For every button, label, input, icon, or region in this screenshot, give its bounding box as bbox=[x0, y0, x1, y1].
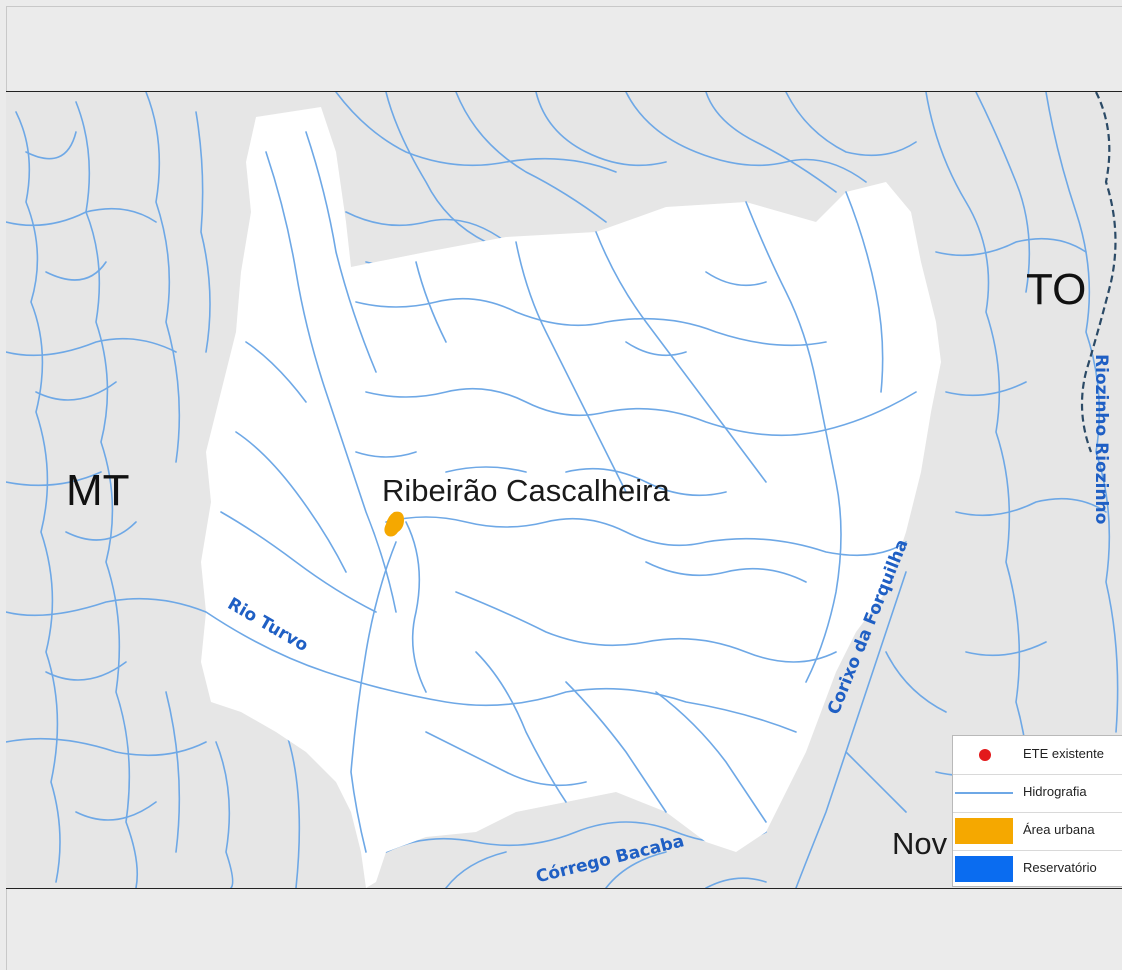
urban-area-icon bbox=[955, 818, 1013, 844]
legend-item-ete: ETE existente bbox=[953, 736, 1122, 775]
partial-city-label: Nov bbox=[892, 826, 948, 861]
legend-label: ETE existente bbox=[1023, 746, 1104, 761]
city-label: Ribeirão Cascalheira bbox=[382, 473, 670, 508]
state-label-to: TO bbox=[1026, 265, 1087, 314]
legend-item-reservatorio: Reservatório bbox=[953, 850, 1122, 888]
legend-item-area-urbana: Área urbana bbox=[953, 812, 1122, 851]
legend-item-hidrografia: Hidrografia bbox=[953, 774, 1122, 813]
map-canvas bbox=[6, 92, 1119, 888]
river-label-riozinho: Riozinho Riozinho bbox=[1091, 354, 1111, 525]
legend-label: Área urbana bbox=[1023, 822, 1095, 837]
municipality-area bbox=[201, 107, 941, 888]
legend-label: Hidrografia bbox=[1023, 784, 1087, 799]
hydrography-line-icon bbox=[955, 792, 1013, 794]
legend-label: Reservatório bbox=[1023, 860, 1097, 875]
map-legend: ETE existente Hidrografia Área urbana Re… bbox=[952, 735, 1122, 887]
urban-area-shape bbox=[384, 511, 404, 537]
state-border bbox=[1080, 92, 1117, 453]
ete-dot-icon bbox=[979, 749, 991, 761]
map-panel: MT TO Ribeirão Cascalheira Nov Rio Turvo… bbox=[6, 91, 1122, 889]
state-label-mt: MT bbox=[66, 466, 130, 515]
hydrography-municipality bbox=[205, 131, 917, 853]
reservoir-icon bbox=[955, 856, 1013, 882]
